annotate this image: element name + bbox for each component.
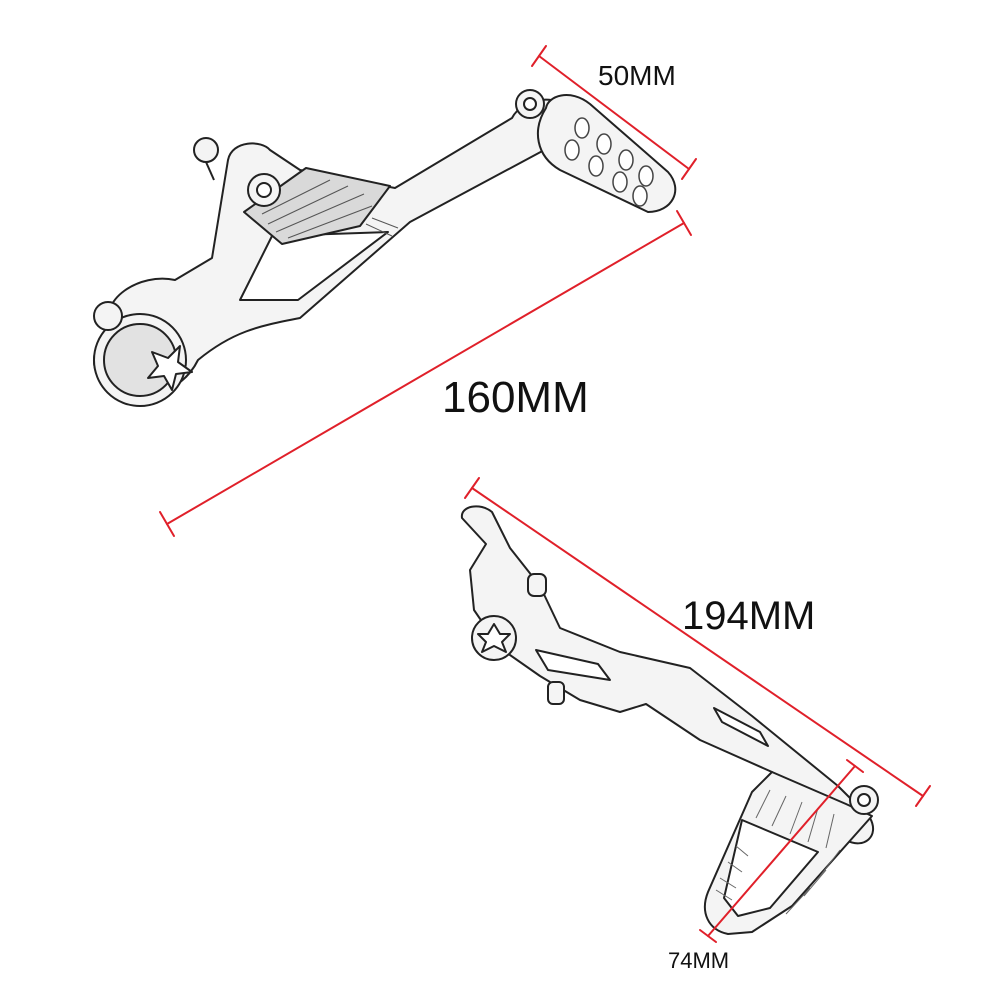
brake-lever-stud bbox=[547, 681, 565, 705]
brake-lever-stud bbox=[527, 573, 547, 597]
brake-lever-arm bbox=[460, 505, 874, 845]
dimension-lines bbox=[159, 45, 931, 943]
dimension-label-50mm: 50MM bbox=[598, 60, 676, 91]
torx-bolt-icon bbox=[477, 623, 511, 653]
shift-lever-cutout bbox=[239, 231, 389, 301]
shift-lever-stud bbox=[193, 137, 219, 163]
shift-lever-hatching bbox=[261, 179, 399, 239]
torx-bolt-icon bbox=[147, 345, 193, 391]
brake-lever-cutout bbox=[535, 649, 611, 681]
dimension-line-160mm bbox=[159, 210, 692, 537]
dimension-line-194mm bbox=[464, 477, 931, 807]
dimension-label-160mm: 160MM bbox=[442, 373, 589, 422]
dimension-line-74mm bbox=[699, 759, 864, 943]
brake-lever-pedal bbox=[703, 771, 879, 935]
brake-lever-slot bbox=[713, 707, 769, 747]
dimension-line-50mm bbox=[531, 45, 697, 180]
dimension-label-74mm: 74MM bbox=[668, 948, 730, 973]
dimension-label-194mm: 194MM bbox=[682, 594, 816, 638]
shift-lever-drawing bbox=[93, 89, 677, 407]
shift-lever-grip bbox=[515, 89, 677, 213]
brake-lever-drawing bbox=[460, 505, 879, 935]
